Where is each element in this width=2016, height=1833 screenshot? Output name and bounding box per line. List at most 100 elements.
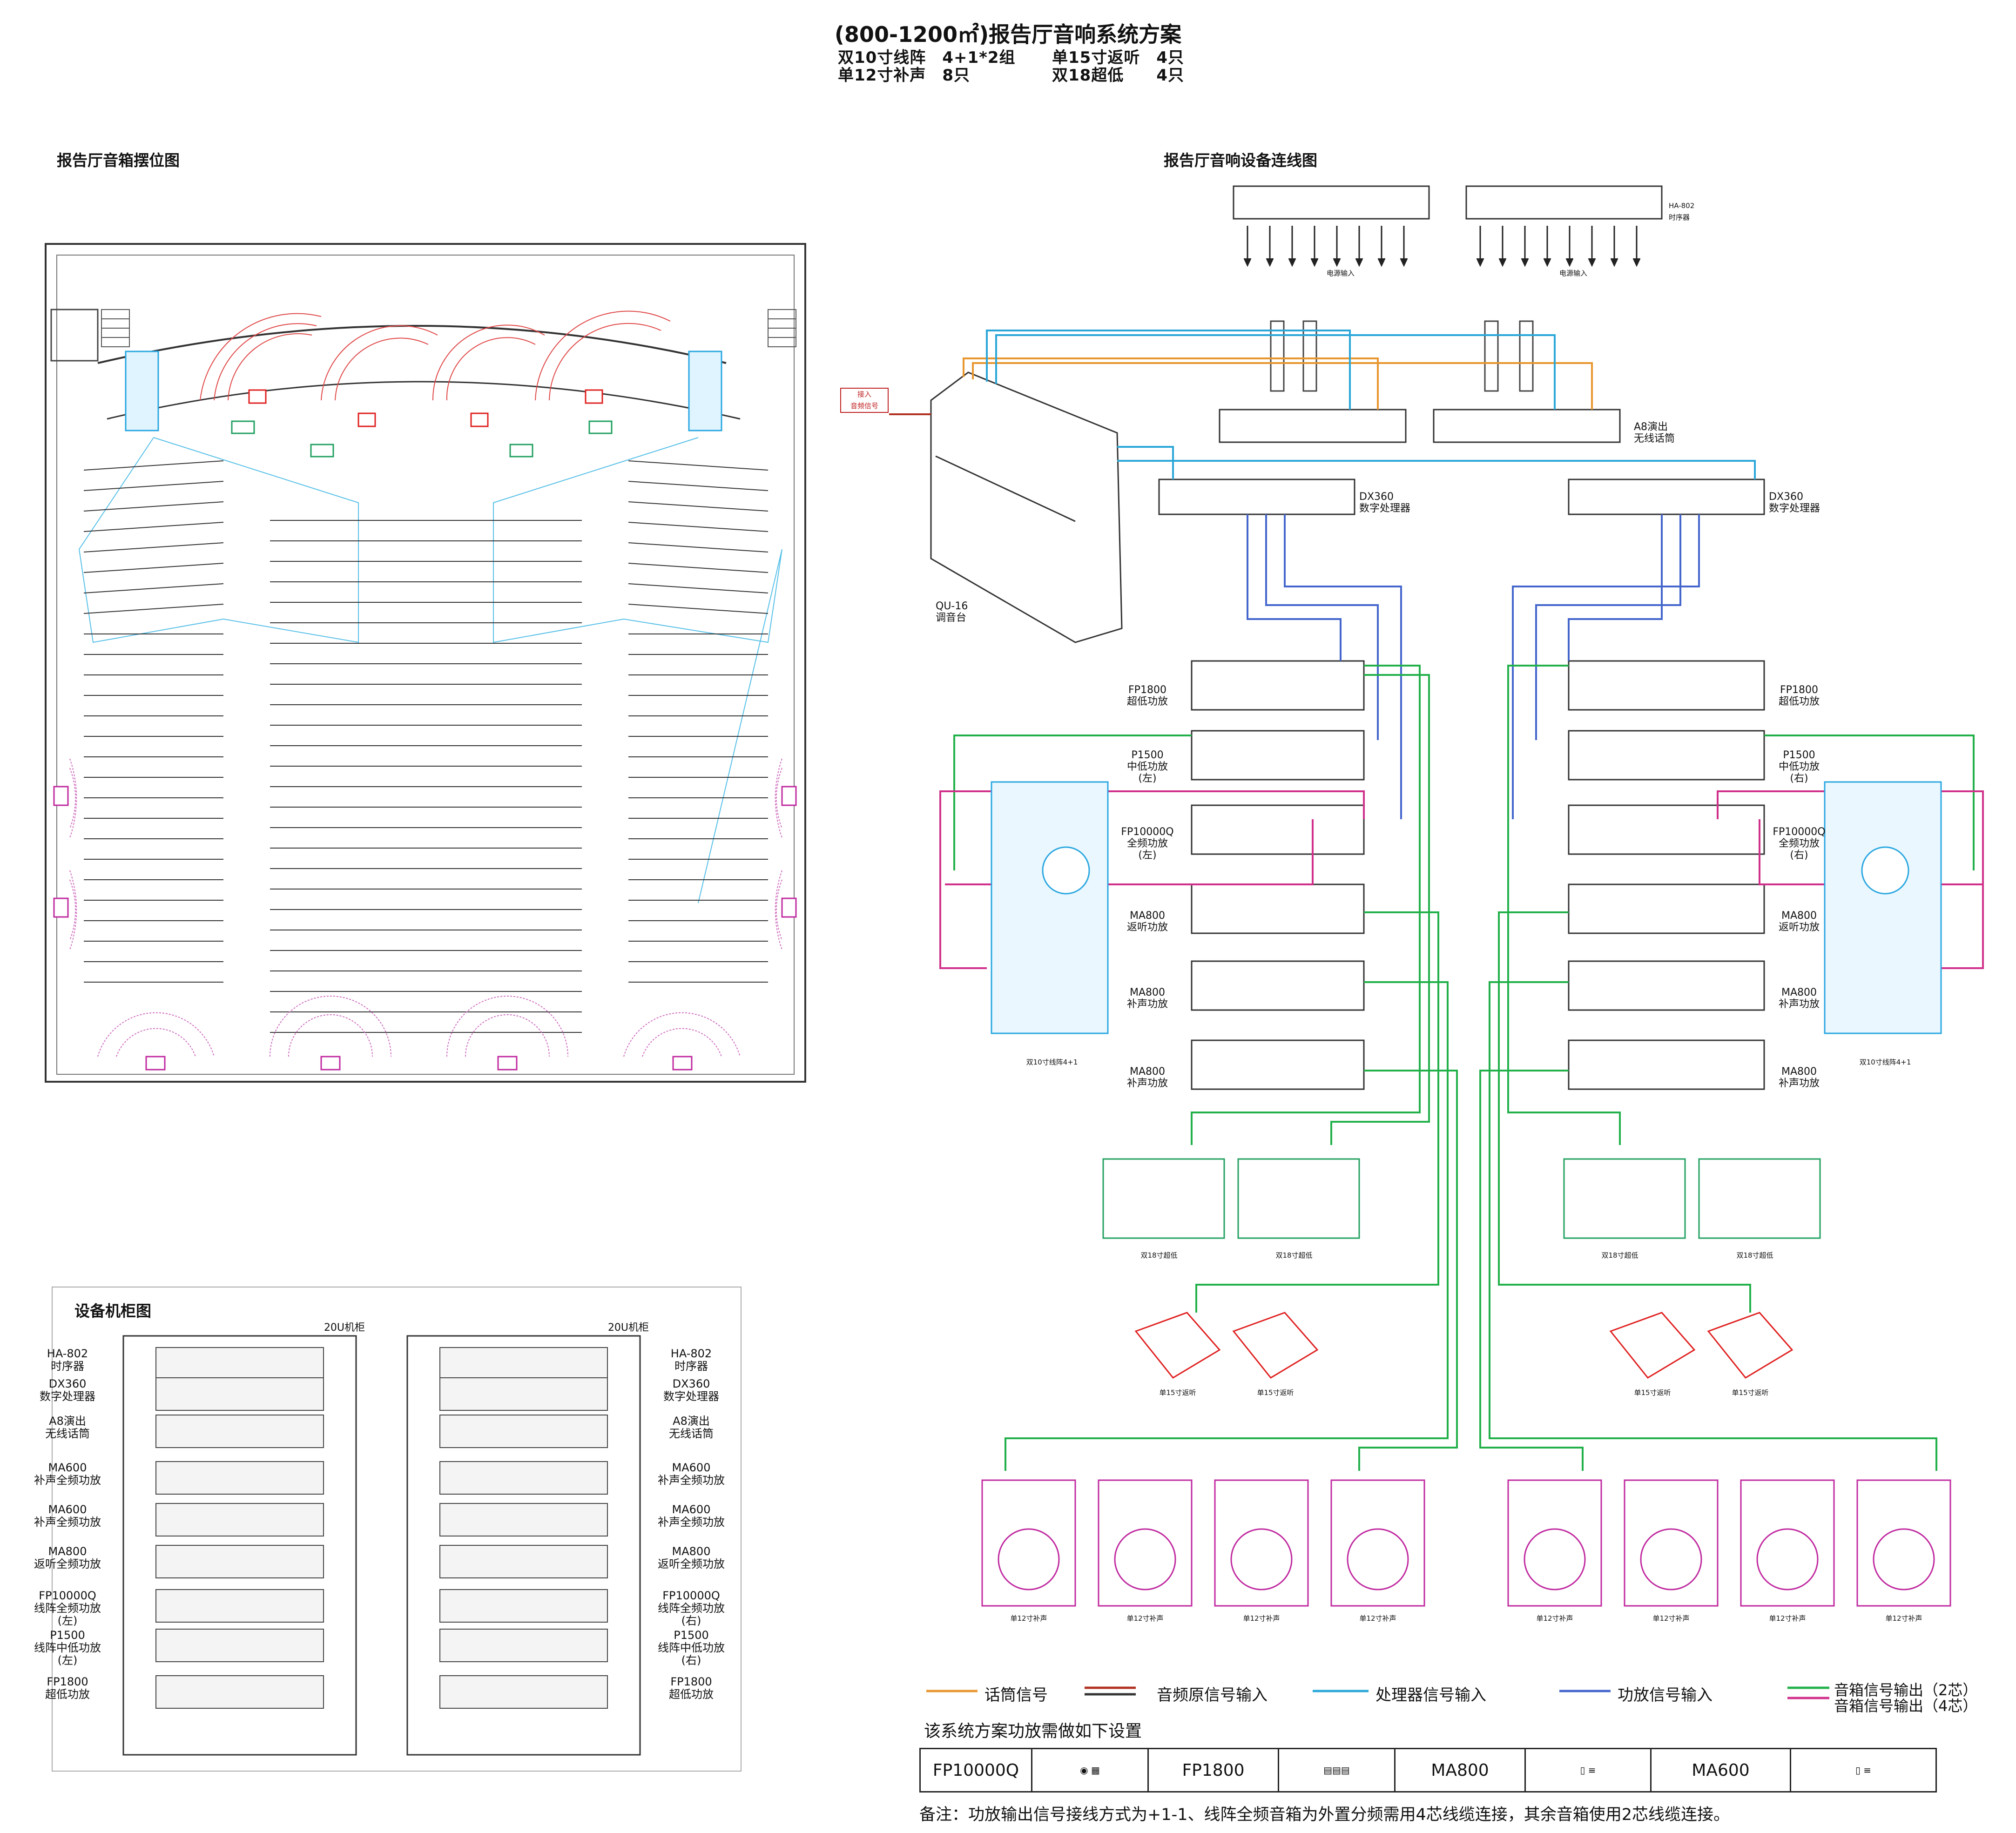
line-array-label-left: 双10寸线阵4+1 <box>1026 1058 1078 1066</box>
amp-left <box>1191 960 1365 1011</box>
setting-ma800-switch: ▯ ≡ <box>1526 1749 1652 1791</box>
power-input-right: 电源输入 <box>1559 269 1587 277</box>
p1500-label-left: P1500 中低功放 (左) <box>1126 749 1168 784</box>
amp-right <box>1568 960 1765 1011</box>
note: 备注：功放输出信号接线方式为+1-1、线阵全频音箱为外置分频需用4芯线缆连接，其… <box>919 1806 1730 1824</box>
ma800-monitor-left: MA800 返听功放 <box>1126 910 1168 933</box>
fill-label-6: 单12寸补声 <box>1652 1614 1690 1623</box>
setting-fp10000q: FP10000Q <box>921 1749 1032 1791</box>
rack-label-right-9: FP1800 超低功放 <box>669 1675 714 1701</box>
sequencer-label: HA-802 时序器 <box>1669 202 1695 222</box>
p1500-label-right: P1500 中低功放 (右) <box>1778 749 1820 784</box>
settings-table: FP10000Q ◉ ▦ FP1800 ▤▤▤ MA800 ▯ ≡ MA600 … <box>919 1748 1937 1793</box>
setting-ma800: MA800 <box>1396 1749 1526 1791</box>
fill-label-7: 单12寸补声 <box>1769 1614 1806 1623</box>
sequencer-right <box>1465 185 1663 220</box>
power-input-left: 电源输入 <box>1326 269 1355 277</box>
processor-right <box>1568 478 1765 515</box>
title-line-2a: 单12寸补声 8只 <box>838 66 970 85</box>
rack-label-left-2: DX360 数字处理器 <box>40 1377 95 1403</box>
fp1800-label-left: FP1800 超低功放 <box>1126 684 1168 708</box>
wireless-mic-label: A8演出 无线话筒 <box>1634 421 1675 445</box>
amp-left <box>1191 660 1365 711</box>
rack-label-right-2: DX360 数字处理器 <box>663 1377 719 1403</box>
amp-right <box>1568 883 1765 934</box>
processor-left <box>1158 478 1355 515</box>
ma800-fill-left-2: MA800 补声功放 <box>1126 1066 1168 1089</box>
monitor-label-3: 单15寸返听 <box>1634 1388 1671 1397</box>
ma800-monitor-right: MA800 返听功放 <box>1778 910 1820 933</box>
fp10000q-label-left: FP10000Q 全频功放 (左) <box>1121 826 1174 861</box>
legend-amp: 功放信号输入 <box>1618 1686 1713 1705</box>
processor-label-left: DX360 数字处理器 <box>1359 491 1411 514</box>
line-array-placement <box>125 350 722 431</box>
rack-label-right-1: HA-802 时序器 <box>670 1347 712 1373</box>
rack-label-right-8: P1500 线阵中低功放 (右) <box>658 1629 725 1667</box>
fill-label-2: 单12寸补声 <box>1126 1614 1164 1623</box>
stage-edge <box>97 325 727 364</box>
rack-label-right-7: FP10000Q 线阵全频功放 (右) <box>658 1589 725 1627</box>
section-title-wiring: 报告厅音响设备连线图 <box>1164 151 1317 169</box>
title-line-1b: 单15寸返听 4只 <box>1052 48 1184 67</box>
amp-left <box>1191 883 1365 934</box>
wireless-receiver-left <box>1219 409 1407 443</box>
amp-left <box>1191 730 1365 781</box>
audio-in-label: 接入 音频信号 <box>840 388 889 413</box>
rack-label-left-1: HA-802 时序器 <box>47 1347 88 1373</box>
rack-label-right-5: MA600 补声全频功放 <box>658 1503 725 1529</box>
ma800-fill-right-2: MA800 补声功放 <box>1778 1066 1820 1089</box>
microphones <box>1270 320 1534 392</box>
section-title-placement: 报告厅音箱摆位图 <box>57 151 180 169</box>
fill-label-5: 单12寸补声 <box>1536 1614 1573 1623</box>
monitors <box>1134 1312 1793 1379</box>
monitor-label-1: 单15寸返听 <box>1159 1388 1196 1397</box>
line-array-label-right: 双10寸线阵4+1 <box>1859 1058 1911 1066</box>
setting-fp10000q-switch: ◉ ▦ <box>1032 1749 1149 1791</box>
fill-label-1: 单12寸补声 <box>1010 1614 1047 1623</box>
fill-label-4: 单12寸补声 <box>1359 1614 1396 1623</box>
settings-heading: 该系统方案功放需做如下设置 <box>924 1722 1142 1741</box>
legend-mic: 话筒信号 <box>984 1686 1048 1705</box>
amp-right <box>1568 1039 1765 1090</box>
amp-right <box>1568 730 1765 781</box>
wireless-receiver-right <box>1433 409 1621 443</box>
sequencer-left <box>1233 185 1430 220</box>
rack-label-left-4: MA600 补声全频功放 <box>34 1461 101 1487</box>
sub-label-2: 双18寸超低 <box>1275 1251 1313 1260</box>
amp-right <box>1568 660 1765 711</box>
legend-processor: 处理器信号输入 <box>1375 1686 1486 1705</box>
ma800-fill-left-1: MA800 补声功放 <box>1126 987 1168 1010</box>
legend-out4: 音箱信号输出（4芯） <box>1834 1697 1978 1715</box>
sub-label-1: 双18寸超低 <box>1140 1251 1178 1260</box>
monitor-coverage <box>200 310 671 401</box>
amp-right <box>1568 804 1765 855</box>
fp1800-label-right: FP1800 超低功放 <box>1778 684 1820 708</box>
ma800-fill-right-1: MA800 补声功放 <box>1778 987 1820 1010</box>
monitor-label-2: 单15寸返听 <box>1257 1388 1294 1397</box>
line-array-speakers <box>991 781 1942 1034</box>
stage-subs <box>231 420 613 458</box>
setting-ma600: MA600 <box>1652 1749 1791 1791</box>
seating-rows <box>83 460 769 1033</box>
amp-left <box>1191 804 1365 855</box>
fill-speakers <box>981 1479 1951 1607</box>
setting-ma600-switch: ▯ ≡ <box>1855 1765 1872 1776</box>
amp-left <box>1191 1039 1365 1090</box>
fp10000q-label-right: FP10000Q 全频功放 (右) <box>1773 826 1826 861</box>
fill-label-3: 单12寸补声 <box>1243 1614 1280 1623</box>
rack-title-left: 20U机柜 <box>324 1322 365 1334</box>
rack-label-left-8: P1500 线阵中低功放 (左) <box>34 1629 101 1667</box>
page-title: (800-1200㎡)报告厅音响系统方案 <box>834 22 1182 47</box>
rack-title-right: 20U机柜 <box>607 1322 649 1334</box>
stage-monitors <box>248 389 603 427</box>
subwoofers <box>1102 1158 1821 1239</box>
monitor-label-4: 单15寸返听 <box>1732 1388 1769 1397</box>
rack-label-right-4: MA600 补声全频功放 <box>658 1461 725 1487</box>
processor-label-right: DX360 数字处理器 <box>1769 491 1820 514</box>
rack-label-left-7: FP10000Q 线阵全频功放 (左) <box>34 1589 101 1627</box>
legend-source: 音频原信号输入 <box>1157 1686 1268 1705</box>
setting-fp1800-switch: ▤▤▤ <box>1279 1749 1396 1791</box>
mixer <box>930 371 1123 643</box>
